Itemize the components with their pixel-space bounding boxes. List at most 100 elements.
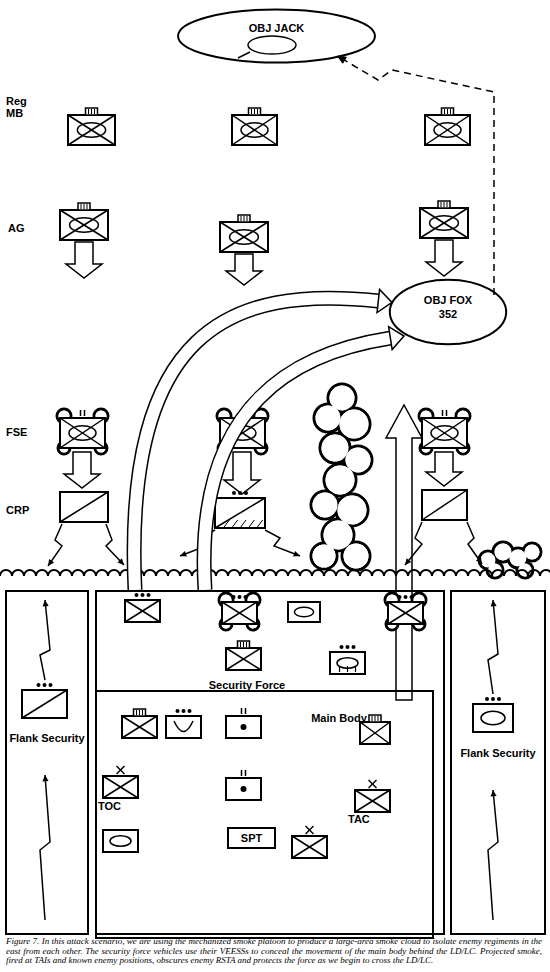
unit-frame [425, 115, 470, 145]
unit-symbol [226, 770, 261, 800]
echelon-dot [232, 595, 236, 599]
node-title: Flank Security [454, 747, 542, 759]
zigzag-arrow [488, 600, 498, 694]
zigzag-arrow [467, 522, 482, 564]
arrow-head [117, 558, 124, 565]
arrow-head [491, 790, 497, 797]
echelon-box [249, 108, 261, 115]
figure-caption: Figure 7. In this attack scenario, we ar… [6, 937, 542, 966]
arrow-head [476, 557, 482, 564]
echelon-dot [147, 593, 151, 597]
unit-frame [166, 716, 201, 738]
stroke-line [420, 208, 468, 238]
stroke-line [369, 780, 377, 788]
stroke-line [222, 602, 257, 624]
objective-ellipse: OBJ JACK [175, 8, 378, 64]
echelon-dot [244, 491, 248, 495]
row-label: CRP [6, 504, 46, 516]
cloud-fill [338, 496, 367, 525]
unit-symbol [60, 492, 108, 522]
stroke-line [125, 600, 160, 622]
stroke-line [355, 790, 390, 812]
row-label: Reg MB [6, 95, 36, 119]
cloud-fill [344, 544, 369, 569]
stroke-line [425, 115, 470, 145]
stroke-line [347, 666, 348, 672]
unit-frame [60, 210, 108, 240]
node-title: OBJ FOX [390, 294, 506, 306]
stroke-line [84, 410, 86, 416]
arrow-head [389, 327, 404, 350]
cloud-fill [326, 466, 355, 495]
stroke-line [22, 690, 67, 718]
stroke-line [117, 766, 125, 774]
unit-frame [222, 602, 257, 624]
cloud-fill [313, 545, 336, 568]
stroke-line [94, 109, 95, 114]
smoke-cloud [57, 409, 108, 454]
unit-frame [422, 418, 467, 448]
echelon-dot [244, 595, 248, 599]
stroke-line [88, 109, 89, 114]
stroke-line [420, 208, 468, 238]
unit-frame [388, 602, 423, 624]
echelon-dot [238, 491, 242, 495]
stroke-line [257, 109, 258, 114]
stroke-line [80, 410, 82, 416]
unit-symbol [68, 108, 115, 145]
stroke-line [254, 109, 255, 114]
stroke-line [223, 520, 229, 528]
ellipse-outline [175, 8, 378, 64]
row-label: AG [8, 222, 38, 234]
unit-frame [355, 790, 390, 812]
unit-oval [430, 216, 459, 230]
unit-symbol [292, 826, 327, 858]
unit-symbol [122, 709, 157, 738]
echelon-dot [340, 645, 344, 649]
echelon-dot [232, 491, 236, 495]
advance-arrow [226, 254, 262, 285]
stroke-line [444, 109, 445, 114]
unit-symbol [220, 215, 268, 252]
unit-symbol [57, 409, 108, 454]
unit-frame [122, 716, 157, 738]
stroke-line [91, 109, 92, 114]
unit-arc [174, 721, 193, 732]
stroke-line [220, 222, 268, 252]
stroke-line [378, 716, 379, 721]
stroke-line [60, 210, 108, 240]
zigzag-arrow [405, 522, 422, 565]
arrow-head [42, 775, 48, 782]
unit-symbol [425, 108, 470, 145]
cloud-fill [322, 435, 349, 462]
unit-symbol [166, 709, 201, 738]
stroke-line [422, 418, 467, 448]
stroke-line [240, 520, 246, 528]
unit-frame [473, 704, 513, 732]
unit-frame [60, 492, 108, 522]
unit-frame [68, 115, 115, 145]
unit-oval [294, 607, 313, 617]
flank-zone: Flank Security [450, 590, 546, 935]
smoke-cloud [419, 409, 470, 454]
smoke-cloud [479, 542, 541, 578]
unit-symbol [215, 491, 265, 528]
row-label: FSE [6, 426, 46, 438]
stroke-line [226, 648, 261, 670]
unit-symbol [355, 780, 390, 812]
echelon-box [134, 709, 146, 716]
echelon-dot [491, 697, 495, 701]
zigzag-arrow [488, 790, 498, 920]
stroke-line [241, 708, 243, 714]
unit-symbol [420, 201, 468, 238]
stroke-line [84, 204, 85, 209]
stroke-line [447, 202, 448, 207]
unit-symbol [103, 830, 138, 852]
stroke-line [226, 648, 261, 670]
unit-frame [360, 722, 390, 744]
zigzag-arrow [48, 524, 62, 566]
stroke-line [360, 722, 390, 744]
echelon-dot [485, 697, 489, 701]
unit-symbol [330, 645, 365, 674]
row-label: TOC [98, 800, 138, 812]
